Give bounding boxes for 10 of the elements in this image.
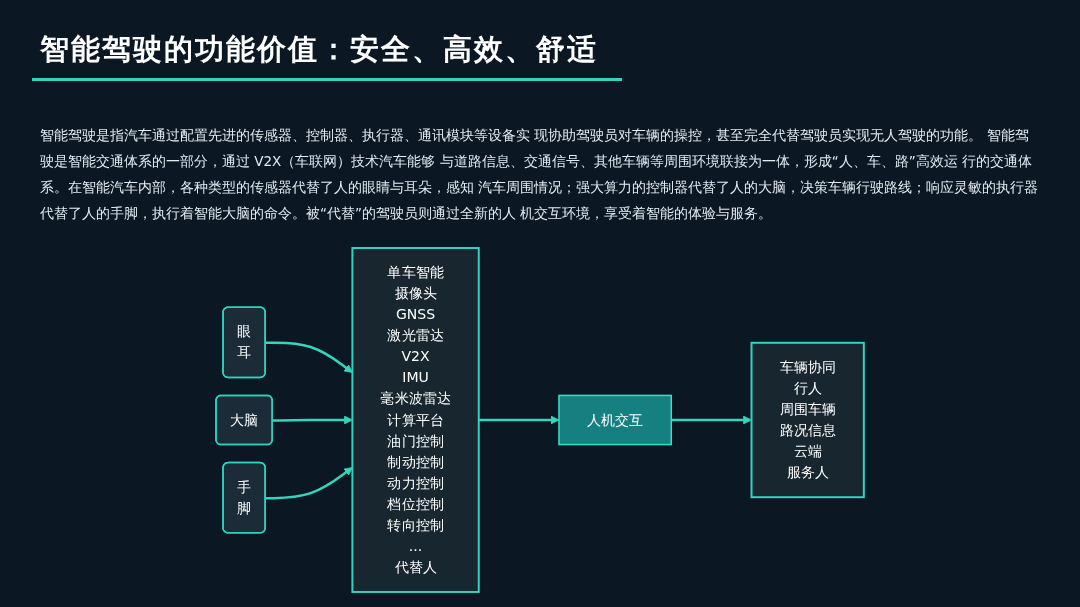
arrow bbox=[265, 467, 353, 500]
arrow bbox=[478, 415, 560, 425]
node-box: 车辆协同 行人 周围车辆 路况信息 云端 服务人 bbox=[750, 341, 865, 499]
slide-title: 智能驾驶的功能价值：安全、高效、舒适 bbox=[32, 30, 622, 81]
node-box: 单车智能 摄像头 GNSS 激光雷达 V2X IMU 毫米波雷达 计算平台 油门控制 制动控制 动力控制 档位控制 转向控制 ... 代替人 bbox=[351, 247, 480, 593]
arrow bbox=[671, 415, 752, 425]
arrow bbox=[265, 341, 353, 373]
arrow bbox=[272, 415, 353, 425]
intro-paragraph: 智能驾驶是指汽车通过配置先进的传感器、控制器、执行器、通讯模块等设备实 现协助驾驶员对车辆的操控，甚至完全代替驾驶员实现无人驾驶的功能。 智能驾驶是智能交通体系的一部分，通过 V2X（车联网）技术汽车能够 与道路信息、交通信号、其他车辆等周围环境联接为一体，形成“人、车、路”高效运 行的交通体系。在智能汽车内部，各种类型的传感器代替了人的眼睛与耳朵，感知 汽车周围情况；强大算力的控制器代替了人的大脑，决策车辆行驶路线；响应灵敏的执行器代替了人的手脚，执行着智能大脑的命令。被“代替”的驾驶员则通过全新的人 机交互环境，享受着智能的体验与服务。 bbox=[40, 126, 1040, 223]
node-box: 人机交互 bbox=[558, 394, 673, 446]
